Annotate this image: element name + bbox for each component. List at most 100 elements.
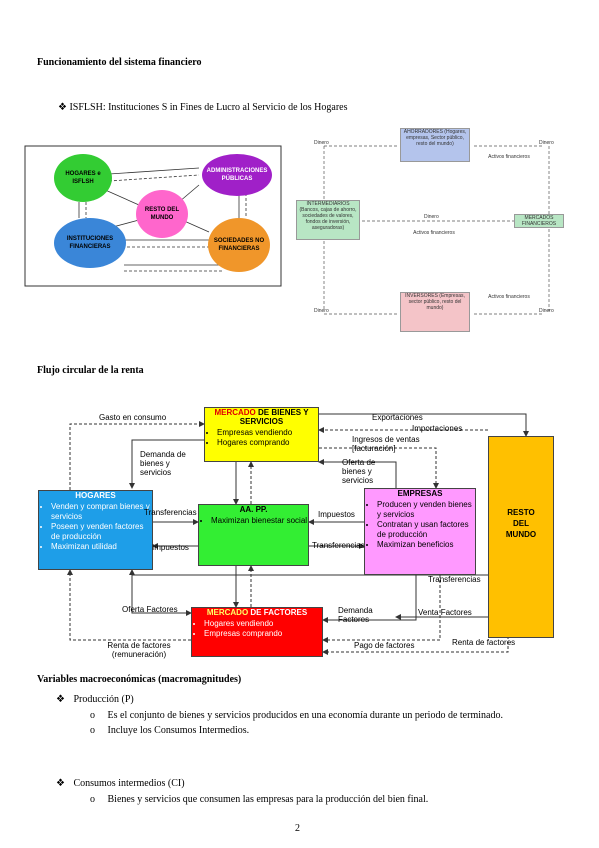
diamond-bullet-icon: ❖ bbox=[56, 694, 65, 705]
circle-resto-mundo: RESTO DEL MUNDO bbox=[136, 190, 188, 238]
label-oferta-factores: Oferta Factores bbox=[122, 605, 178, 614]
label-dinero-1: Dinero bbox=[314, 140, 329, 146]
label-activos-1: Activos financieros bbox=[413, 230, 455, 236]
empresas-item: Producen y venden bienes y servicios bbox=[377, 500, 475, 520]
item-produccion: ❖ Producción (P) bbox=[56, 694, 134, 705]
empresas-box: EMPRESAS Producen y venden bienes y serv… bbox=[364, 488, 476, 575]
label-impuestos-2: Impuestos bbox=[318, 510, 355, 519]
circle-bullet-icon: o bbox=[90, 725, 95, 736]
empresas-item: Maximizan beneficios bbox=[377, 540, 475, 550]
label-gasto-consumo: Gasto en consumo bbox=[99, 413, 167, 422]
hogares-title: HOGARES bbox=[75, 491, 116, 500]
circle-sociedades-label: SOCIEDADES NO FINANCIERAS bbox=[213, 238, 265, 252]
mercado-bienes-box: MERCADO DE BIENES Y SERVICIOS Empresas v… bbox=[204, 407, 319, 462]
mercados-label: MERCADOS FINANCIEROS bbox=[521, 215, 557, 227]
circle-instituciones: INSTITUCIONES FINANCIERAS bbox=[54, 218, 126, 268]
hogares-item: Venden y compran bienes y servicios bbox=[51, 502, 152, 522]
label-venta-factores: Venta Factores bbox=[418, 608, 472, 617]
mercado-factores-box: MERCADO DE FACTORES Hogares vendiendo Em… bbox=[191, 607, 323, 657]
produccion-sub-1-text: Es el conjunto de bienes y servicios pro… bbox=[107, 710, 503, 721]
mercado-bienes-title-red: MERCADO bbox=[214, 408, 256, 417]
circular-flow-diagram: MERCADO DE BIENES Y SERVICIOS Empresas v… bbox=[36, 400, 556, 665]
produccion-sub-2-text: Incluye los Consumos Intermedios. bbox=[107, 725, 250, 736]
ahorradores-label: AHORRADORES (Hogares, empresas, Sector p… bbox=[403, 129, 467, 147]
label-exportaciones: Exportaciones bbox=[372, 413, 423, 422]
isflsh-text: ISFLSH: Instituciones S in Fines de Lucr… bbox=[69, 102, 348, 113]
circular-flow-arrows bbox=[67, 413, 529, 655]
ahorradores-box: AHORRADORES (Hogares, empresas, Sector p… bbox=[400, 128, 470, 162]
produccion-sub-2: o Incluye los Consumos Intermedios. bbox=[90, 725, 249, 736]
circle-bullet-icon: o bbox=[90, 794, 95, 805]
mercado-bienes-item: Hogares comprando bbox=[217, 438, 318, 448]
mercado-bienes-item: Empresas vendiendo bbox=[217, 428, 318, 438]
mercado-factores-title-red: MERCADO bbox=[206, 608, 249, 617]
mercado-factores-title-rest: DE FACTORES bbox=[250, 608, 308, 617]
empresas-item: Contratan y usan factores de producción bbox=[377, 520, 475, 540]
hogares-item: Maximizan utilidad bbox=[51, 542, 152, 552]
hogares-list: Venden y compran bienes y servicios Pose… bbox=[39, 502, 152, 552]
financial-flow-diagram: AHORRADORES (Hogares, empresas, Sector p… bbox=[294, 126, 566, 336]
section-title-sistema-financiero: Funcionamiento del sistema financiero bbox=[37, 57, 202, 68]
label-activos-2: Activos financieros bbox=[488, 154, 530, 160]
label-ingresos-ventas: Ingresos de ventas [facturación] bbox=[352, 435, 420, 453]
section-title-flujo-circular: Flujo circular de la renta bbox=[37, 365, 144, 376]
diamond-bullet-icon: ❖ bbox=[58, 102, 67, 113]
diamond-bullet-icon: ❖ bbox=[56, 778, 65, 789]
empresas-title: EMPRESAS bbox=[397, 489, 443, 498]
circle-bullet-icon: o bbox=[90, 710, 95, 721]
label-dinero-3: Dinero bbox=[424, 214, 439, 220]
intermediarios-label: INTERMEDIARIOS (Bancos, cajas de ahorro,… bbox=[299, 201, 357, 231]
circle-hogares: HOGARES e ISFLSH bbox=[54, 154, 112, 202]
circle-administraciones: ADMINISTRACIONES PÚBLICAS bbox=[202, 154, 272, 196]
aapp-item: Maximizan bienestar social bbox=[211, 516, 308, 526]
label-dinero-2: Dinero bbox=[539, 140, 554, 146]
isflsh-bullet: ❖ ISFLSH: Instituciones S in Fines de Lu… bbox=[58, 102, 348, 113]
mercado-bienes-list: Empresas vendiendo Hogares comprando bbox=[205, 428, 318, 448]
empresas-list: Producen y venden bienes y servicios Con… bbox=[365, 500, 475, 550]
sectors-diagram: HOGARES e ISFLSH ADMINISTRACIONES PÚBLIC… bbox=[24, 140, 282, 290]
mercado-factores-item: Hogares vendiendo bbox=[204, 619, 322, 629]
aapp-box: AA. PP. Maximizan bienestar social bbox=[198, 504, 309, 566]
label-renta-remuneracion: Renta de factores (remuneración) bbox=[107, 641, 171, 659]
item-consumos-label: Consumos intermedios (CI) bbox=[73, 778, 185, 789]
item-produccion-label: Producción (P) bbox=[73, 694, 134, 705]
aapp-title: AA. PP. bbox=[239, 505, 268, 514]
circle-administraciones-label: ADMINISTRACIONES PÚBLICAS bbox=[206, 168, 268, 182]
financial-flow-connectors bbox=[323, 145, 550, 315]
consumos-sub-1: o Bienes y servicios que consumen las em… bbox=[90, 794, 428, 805]
hogares-box: HOGARES Venden y compran bienes y servic… bbox=[38, 490, 153, 570]
resto-mundo-title: RESTO DEL MUNDO bbox=[505, 508, 537, 539]
intermediarios-box: INTERMEDIARIOS (Bancos, cajas de ahorro,… bbox=[296, 200, 360, 240]
circle-instituciones-label: INSTITUCIONES FINANCIERAS bbox=[66, 236, 114, 250]
consumos-sub-1-text: Bienes y servicios que consumen las empr… bbox=[107, 794, 429, 805]
label-renta-factores: Renta de factores bbox=[452, 638, 516, 647]
label-transferencias-2: Transferencias bbox=[312, 541, 365, 550]
label-demanda-bienes: Demanda de bienes y servicios bbox=[140, 450, 186, 477]
inversores-label: INVERSORES (Empresas, sector público, re… bbox=[405, 293, 465, 311]
mercado-bienes-title: MERCADO DE BIENES Y SERVICIOS bbox=[205, 408, 318, 426]
label-activos-3: Activos financieros bbox=[488, 294, 530, 300]
mercados-box: MERCADOS FINANCIEROS bbox=[514, 214, 564, 228]
label-oferta-bienes: Oferta de bienes y servicios bbox=[342, 458, 376, 485]
label-transferencias-1: Transferencias bbox=[144, 508, 197, 517]
inversores-box: INVERSORES (Empresas, sector público, re… bbox=[400, 292, 470, 332]
item-consumos: ❖ Consumos intermedios (CI) bbox=[56, 778, 185, 789]
mercado-factores-title: MERCADO DE FACTORES bbox=[192, 608, 322, 617]
label-transferencias-3: Transferencias bbox=[428, 575, 481, 584]
resto-mundo-box: RESTO DEL MUNDO bbox=[488, 436, 554, 638]
circle-resto-mundo-label: RESTO DEL MUNDO bbox=[144, 207, 180, 221]
produccion-sub-1: o Es el conjunto de bienes y servicios p… bbox=[90, 710, 503, 721]
label-dinero-5: Dinero bbox=[539, 308, 554, 314]
circle-hogares-label: HOGARES e ISFLSH bbox=[65, 171, 101, 185]
aapp-list: Maximizan bienestar social bbox=[199, 516, 308, 526]
page-number: 2 bbox=[295, 823, 300, 834]
hogares-item: Poseen y venden factores de producción bbox=[51, 522, 152, 542]
label-impuestos-1: Impuestos bbox=[152, 543, 189, 552]
label-importaciones: Importaciones bbox=[412, 424, 463, 433]
circle-sociedades: SOCIEDADES NO FINANCIERAS bbox=[208, 218, 270, 272]
label-demanda-factores: Demanda Factores bbox=[338, 606, 373, 624]
mercado-bienes-title-rest: DE BIENES Y SERVICIOS bbox=[239, 408, 309, 426]
mercado-factores-list: Hogares vendiendo Empresas comprando bbox=[192, 619, 322, 639]
section-title-variables: Variables macroeconómicas (macromagnitud… bbox=[37, 674, 242, 685]
label-pago-factores: Pago de factores bbox=[354, 641, 415, 650]
